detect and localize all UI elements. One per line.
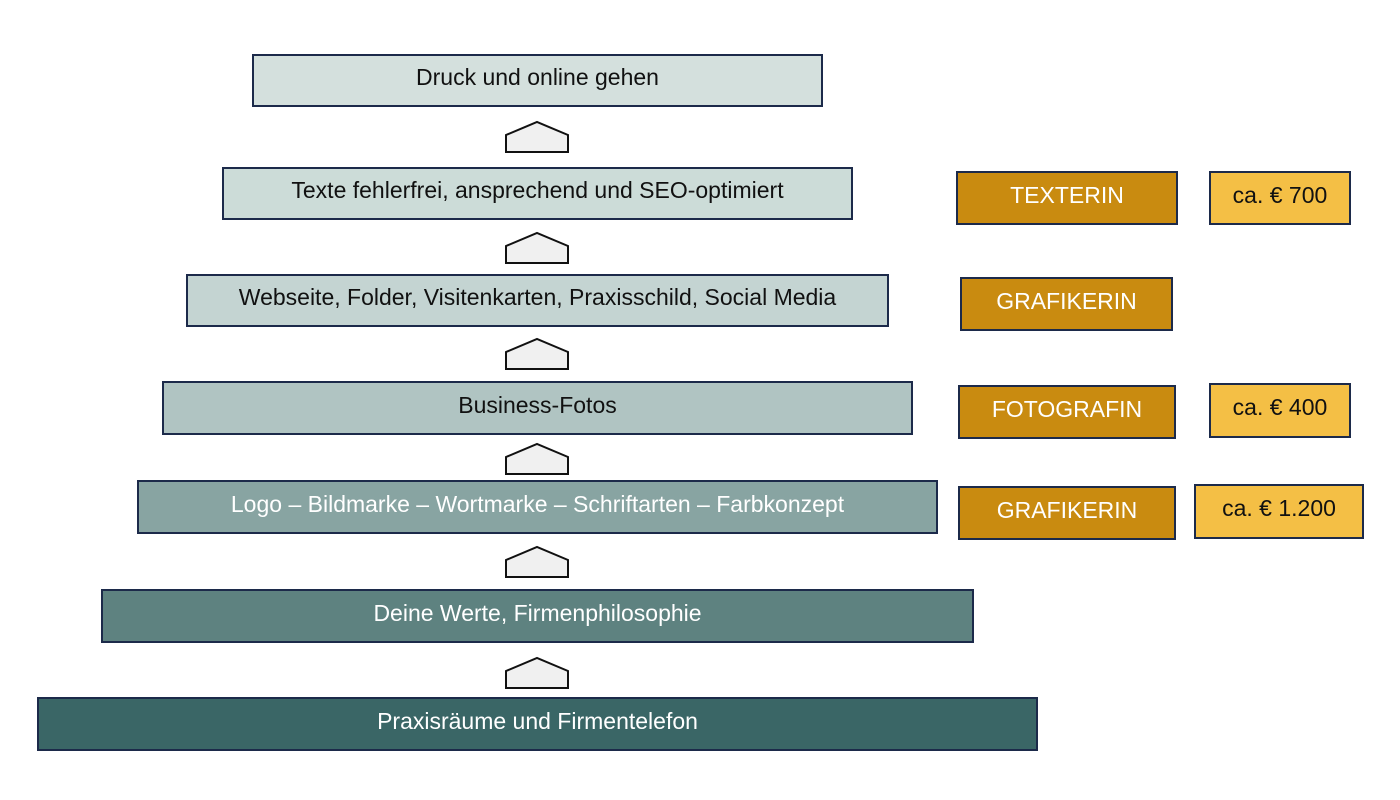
- level-3-box: Webseite, Folder, Visitenkarten, Praxiss…: [186, 274, 889, 327]
- price-badge: ca. € 1.200: [1194, 484, 1364, 539]
- level-4-box: Business-Fotos: [162, 381, 913, 435]
- role-label: GRAFIKERIN: [996, 287, 1137, 314]
- role-badge-grafikerin: GRAFIKERIN: [960, 277, 1173, 331]
- level-1-box: Druck und online gehen: [252, 54, 823, 107]
- price-label: ca. € 1.200: [1222, 495, 1336, 521]
- up-arrow-icon: [505, 231, 569, 264]
- up-arrow-icon: [505, 442, 569, 475]
- role-badge-grafikerin: GRAFIKERIN: [958, 486, 1176, 540]
- role-label: FOTOGRAFIN: [991, 395, 1143, 422]
- level-6-label: Deine Werte, Firmenphilosophie: [373, 599, 702, 626]
- up-arrow-icon: [505, 337, 569, 370]
- role-label: TEXTERIN: [1010, 181, 1124, 208]
- level-7-label: Praxisräume und Firmentelefon: [377, 707, 698, 734]
- role-badge-texterin: TEXTERIN: [956, 171, 1178, 225]
- up-arrow-icon: [505, 120, 569, 153]
- price-badge: ca. € 400: [1209, 383, 1351, 438]
- price-label: ca. € 400: [1232, 394, 1328, 420]
- role-label: GRAFIKERIN: [996, 496, 1138, 523]
- level-4-label: Business-Fotos: [458, 391, 617, 418]
- price-badge: ca. € 700: [1209, 171, 1351, 225]
- level-6-box: Deine Werte, Firmenphilosophie: [101, 589, 974, 643]
- level-7-box: Praxisräume und Firmentelefon: [37, 697, 1038, 751]
- price-label: ca. € 700: [1232, 181, 1328, 208]
- role-badge-fotografin: FOTOGRAFIN: [958, 385, 1176, 439]
- level-2-label: Texte fehlerfrei, ansprechend und SEO-op…: [291, 177, 784, 203]
- level-5-box: Logo – Bildmarke – Wortmarke – Schriftar…: [137, 480, 938, 534]
- level-3-label: Webseite, Folder, Visitenkarten, Praxiss…: [238, 284, 837, 310]
- level-1-label: Druck und online gehen: [416, 64, 659, 90]
- level-5-label: Logo – Bildmarke – Wortmarke – Schriftar…: [230, 490, 845, 517]
- level-2-box: Texte fehlerfrei, ansprechend und SEO-op…: [222, 167, 853, 220]
- up-arrow-icon: [505, 545, 569, 578]
- up-arrow-icon: [505, 656, 569, 689]
